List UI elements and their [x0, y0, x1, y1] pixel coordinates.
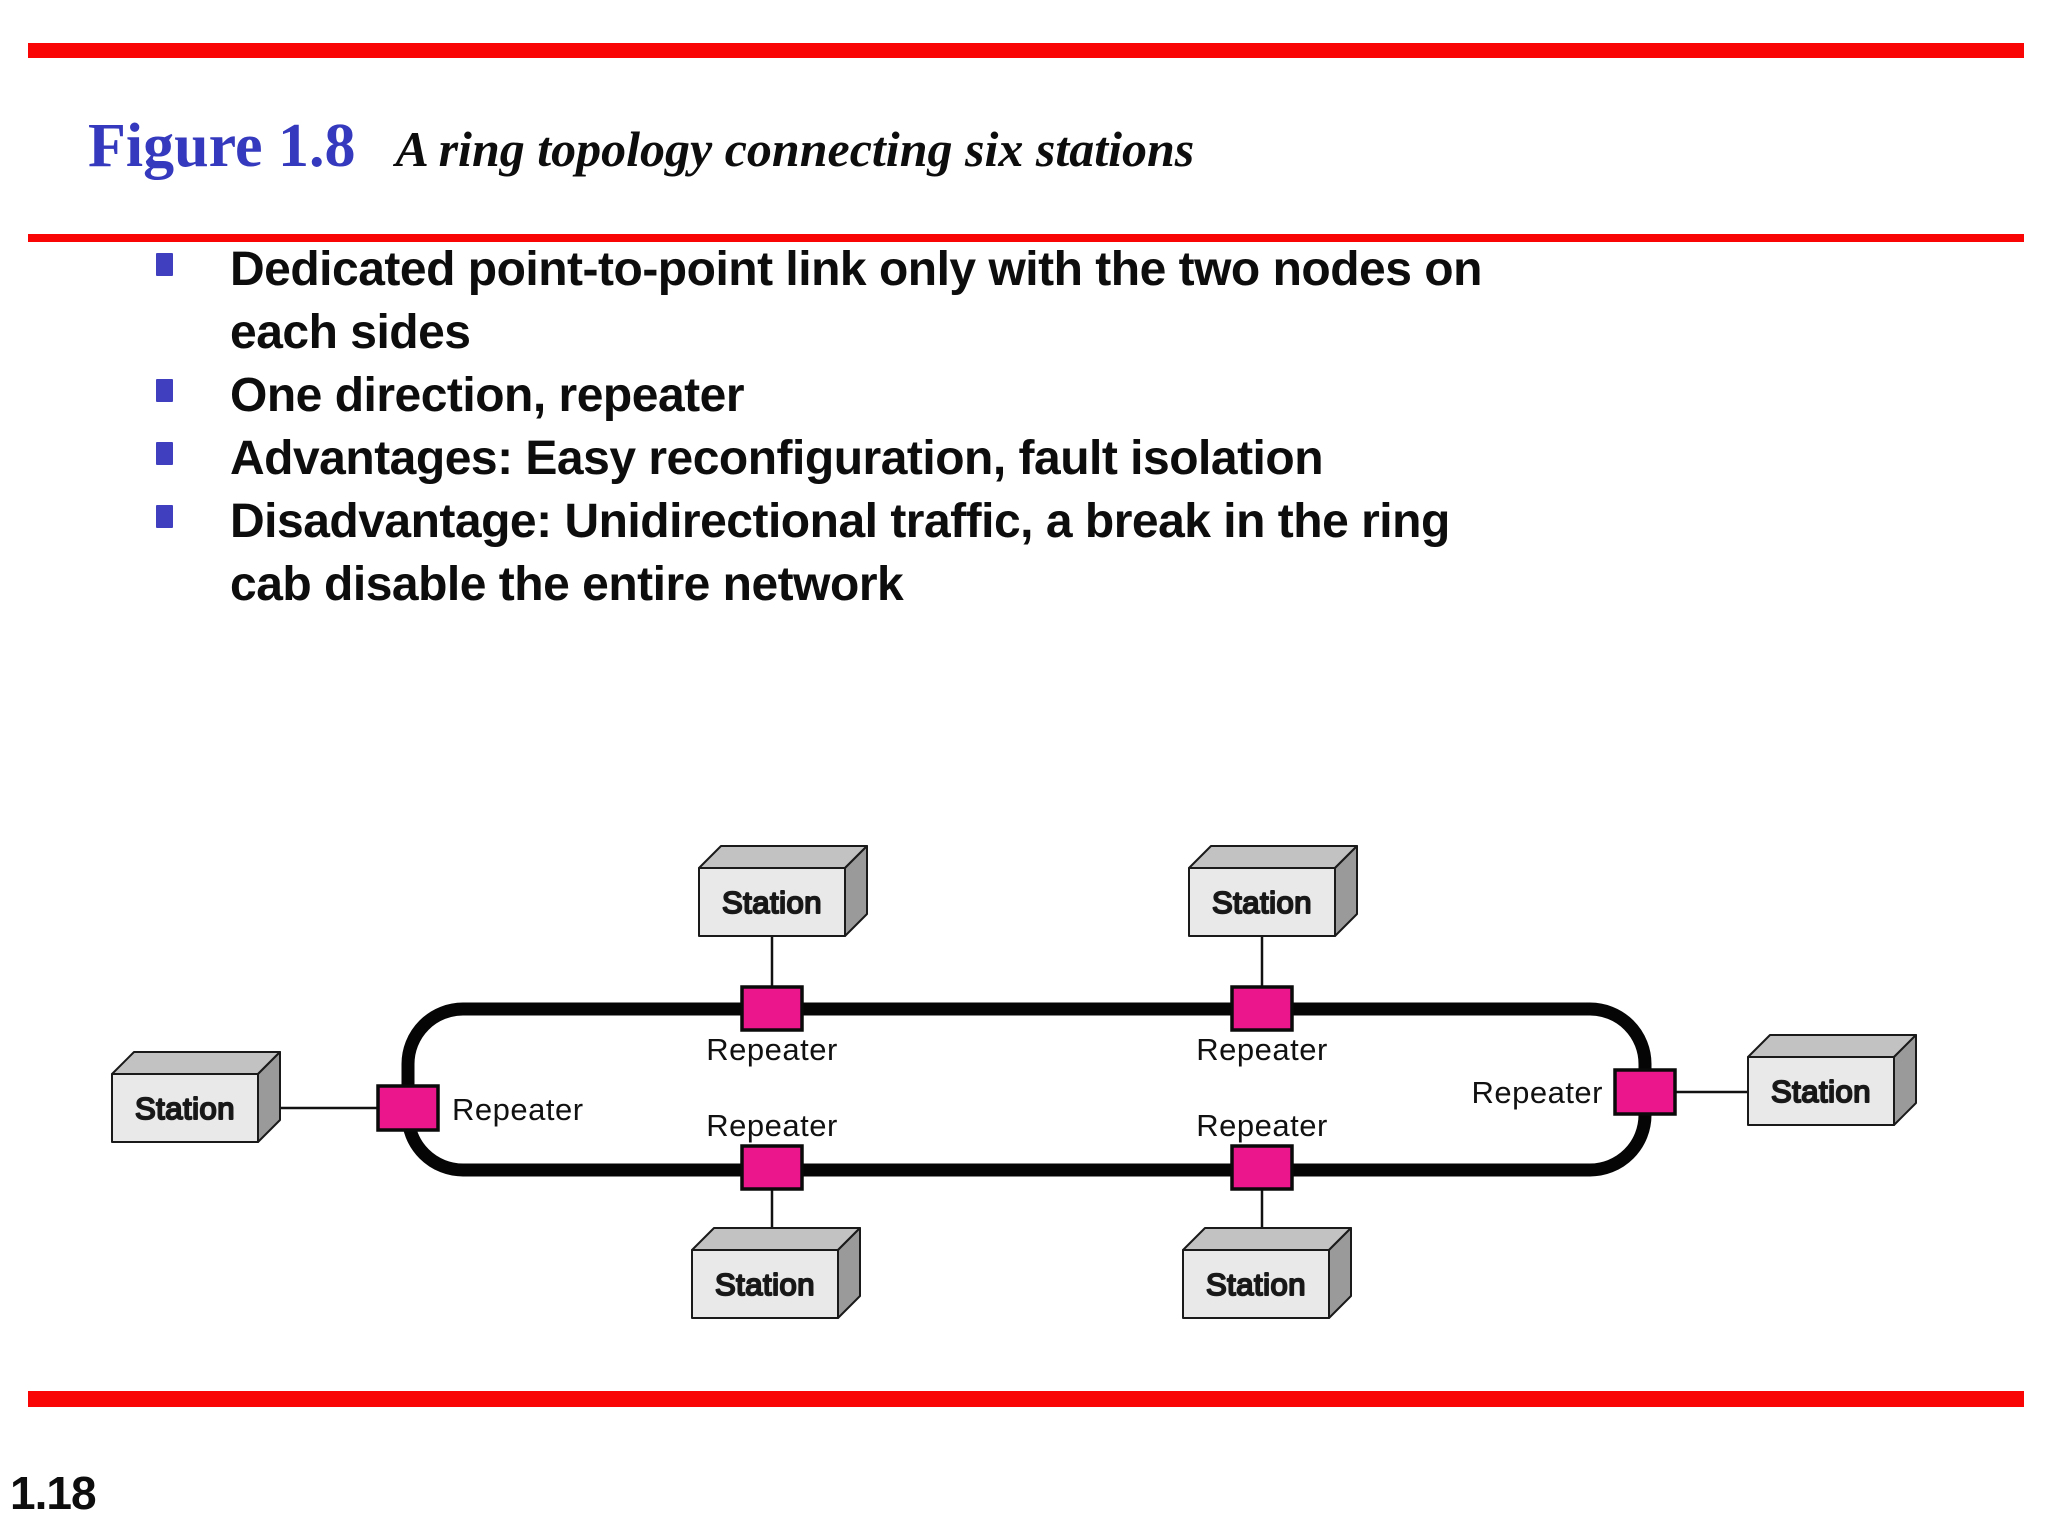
repeater-node	[740, 1144, 804, 1191]
repeater-label: Repeater	[1196, 1108, 1328, 1143]
title-divider-rule	[28, 234, 2024, 242]
station-box: Station	[111, 1051, 281, 1143]
bullet-square-icon	[156, 379, 173, 402]
repeater-node	[376, 1084, 440, 1132]
repeater-label: Repeater	[706, 1032, 838, 1067]
bullet-text: Advantages: Easy reconfiguration, fault …	[230, 432, 1324, 485]
station-label: Station	[1206, 1267, 1306, 1302]
repeater-node	[1230, 1144, 1294, 1191]
station-label: Station	[1771, 1074, 1871, 1109]
station-label: Station	[722, 885, 822, 920]
repeater-label: Repeater	[1196, 1032, 1328, 1067]
station-label: Station	[135, 1091, 235, 1126]
bullet-text: One direction, repeater	[230, 369, 745, 422]
bullet-square-icon	[156, 505, 173, 528]
page-number: 1.18	[10, 1467, 97, 1519]
station-label: Station	[1212, 885, 1312, 920]
station-label: Station	[715, 1267, 815, 1302]
stations: Station Station Station Station	[111, 845, 1917, 1319]
ring-cable	[401, 1002, 1652, 1177]
top-accent-bar	[28, 43, 2024, 58]
figure-number-label: Figure 1.8	[88, 112, 356, 180]
repeater-label: Repeater	[452, 1092, 584, 1127]
figure-caption: A ring topology connecting six stations	[395, 121, 1195, 177]
bullet-square-icon	[156, 253, 173, 276]
repeater-node	[1613, 1068, 1677, 1116]
repeater-node	[1230, 985, 1294, 1032]
repeater-node	[740, 985, 804, 1032]
bullet-text: Dedicated point-to-point link only with …	[230, 243, 1482, 359]
bullet-text: Disadvantage: Unidirectional traffic, a …	[230, 495, 1450, 611]
bottom-accent-bar	[28, 1391, 2024, 1407]
station-box: Station	[1188, 845, 1358, 937]
bullet-list: Dedicated point-to-point link only with …	[156, 238, 1916, 616]
station-box: Station	[1182, 1227, 1352, 1319]
repeaters	[376, 985, 1677, 1191]
bullet-square-icon	[156, 442, 173, 465]
bullet-item: Disadvantage: Unidirectional traffic, a …	[156, 490, 1916, 616]
bullet-item: Advantages: Easy reconfiguration, fault …	[156, 427, 1916, 490]
station-box: Station	[698, 845, 868, 937]
repeater-label: Repeater	[706, 1108, 838, 1143]
station-box: Station	[1747, 1034, 1917, 1126]
station-box: Station	[691, 1227, 861, 1319]
repeater-label: Repeater	[1471, 1075, 1603, 1110]
slide-title: Figure 1.8 A ring topology connecting six…	[88, 112, 1988, 180]
bullet-item: Dedicated point-to-point link only with …	[156, 238, 1916, 364]
bullet-item: One direction, repeater	[156, 364, 1916, 427]
